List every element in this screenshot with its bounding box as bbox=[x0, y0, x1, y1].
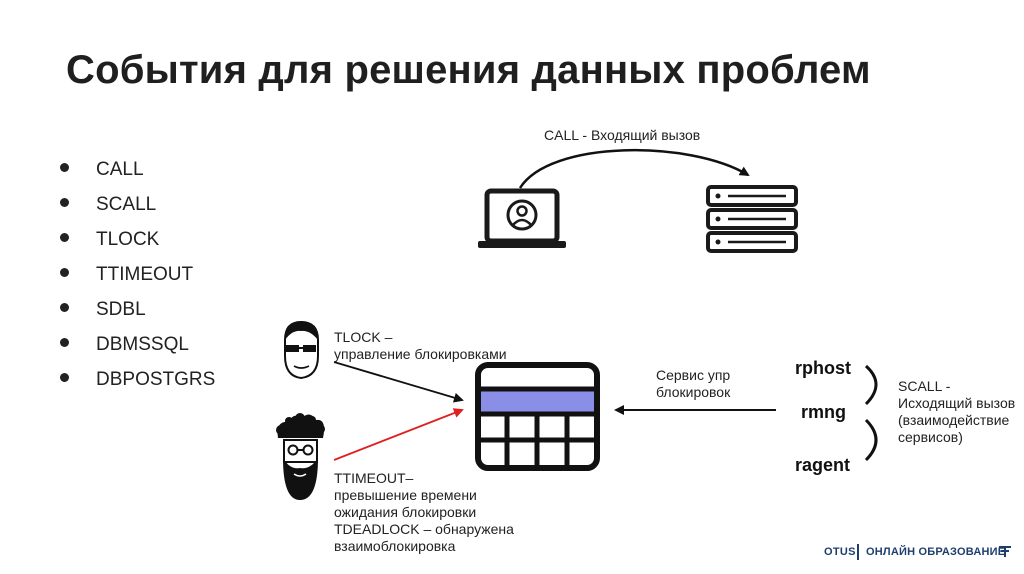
tlock-label-line2: управление блокировками bbox=[334, 346, 507, 362]
footer-brand: OTUS bbox=[824, 546, 856, 558]
bullet-icon bbox=[60, 268, 69, 278]
footer-tagline: ОНЛАЙН ОБРАЗОВАНИЕ bbox=[866, 546, 1006, 558]
service-label-line2: блокировок bbox=[656, 384, 731, 400]
list-item: TLOCK bbox=[60, 225, 215, 260]
scall-label-line4: сервисов) bbox=[898, 429, 963, 445]
page-title: События для решения данных проблем bbox=[66, 48, 871, 92]
list-item-label: TTIMEOUT bbox=[96, 264, 194, 285]
brace-bottom bbox=[864, 418, 878, 462]
process-rphost: rphost bbox=[795, 358, 851, 378]
list-item: DBMSSQL bbox=[60, 330, 215, 365]
list-item-label: DBMSSQL bbox=[96, 334, 189, 355]
ttimeout-label-line1: TTIMEOUT– bbox=[334, 470, 414, 486]
service-label-line1: Сервис упр bbox=[656, 367, 731, 383]
list-item-label: CALL bbox=[96, 159, 144, 180]
ttimeout-label-line2: превышение времени bbox=[334, 487, 477, 503]
list-item: TTIMEOUT bbox=[60, 260, 215, 295]
list-item-label: SDBL bbox=[96, 299, 146, 320]
dreadlocks-person-icon bbox=[274, 413, 326, 500]
process-rmng: rmng bbox=[801, 402, 846, 422]
list-item: DBPOSTGRS bbox=[60, 365, 215, 400]
scall-label-line3: (взаимодействие bbox=[898, 412, 1010, 428]
list-item: CALL bbox=[60, 155, 215, 190]
bullet-icon bbox=[60, 303, 69, 313]
server-rack-icon bbox=[706, 185, 798, 253]
process-ragent: ragent bbox=[795, 455, 851, 475]
laptop-user-icon bbox=[478, 188, 566, 248]
list-item-label: DBPOSTGRS bbox=[96, 369, 216, 390]
footer-divider bbox=[857, 544, 859, 560]
list-item-label: TLOCK bbox=[96, 229, 160, 250]
call-arrow bbox=[518, 148, 750, 189]
otus-logo-icon bbox=[999, 546, 1011, 557]
tlock-arrow bbox=[333, 361, 464, 403]
scall-label-line2: Исходящий вызов bbox=[898, 395, 1016, 411]
call-label: CALL - Входящий вызов bbox=[544, 127, 701, 143]
bullet-icon bbox=[60, 233, 69, 243]
scall-label-line1: SCALL - bbox=[898, 378, 951, 394]
ttimeout-arrow bbox=[333, 408, 464, 461]
bullet-icon bbox=[60, 198, 69, 208]
ttimeout-label-line5: взаимоблокировка bbox=[334, 538, 456, 554]
sunglasses-person-icon bbox=[279, 320, 323, 380]
list-item: SDBL bbox=[60, 295, 215, 330]
list-item-label: SCALL bbox=[96, 194, 157, 215]
event-list: CALL SCALL TLOCK TTIMEOUT SDBL DBMSSQL D… bbox=[60, 155, 215, 400]
bullet-icon bbox=[60, 338, 69, 348]
tlock-label-line1: TLOCK – bbox=[334, 329, 393, 345]
ttimeout-label-line4: TDEADLOCK – обнаружена bbox=[334, 521, 514, 537]
lock-table-icon bbox=[475, 362, 600, 471]
ttimeout-label-line3: ожидания блокировки bbox=[334, 504, 477, 520]
brace-top bbox=[864, 364, 878, 406]
bullet-icon bbox=[60, 373, 69, 383]
bullet-icon bbox=[60, 163, 69, 173]
list-item: SCALL bbox=[60, 190, 215, 225]
